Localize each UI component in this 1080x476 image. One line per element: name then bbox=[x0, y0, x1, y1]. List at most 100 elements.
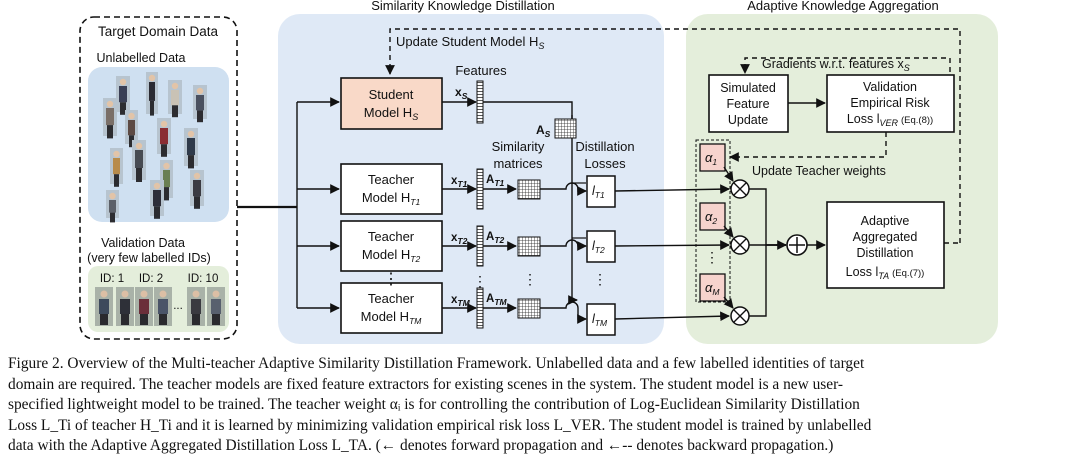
alpha-weight-box bbox=[699, 202, 726, 231]
person-legs bbox=[107, 125, 113, 139]
person-body bbox=[196, 95, 204, 111]
person-head bbox=[128, 112, 135, 120]
validation-image bbox=[116, 287, 134, 326]
validation-loss-label-3: Loss lVER(Eq.(8)) bbox=[847, 112, 933, 128]
person-body bbox=[160, 128, 168, 145]
id-label-ellipsis: ... bbox=[173, 300, 183, 312]
person-body bbox=[128, 120, 135, 136]
teacher-matrix-symbol: ATM bbox=[486, 293, 508, 307]
simulated-label-3: Update bbox=[728, 113, 768, 127]
loss-to-multiplier bbox=[614, 311, 730, 322]
person-head bbox=[140, 290, 148, 298]
loss-to-multiplier bbox=[614, 184, 730, 195]
vdots-alpha: ⋮ bbox=[705, 249, 719, 265]
vdots-feature: ⋮ bbox=[473, 273, 487, 289]
multiply-sign bbox=[733, 309, 747, 323]
person-legs bbox=[212, 314, 220, 325]
pedestrian-image bbox=[106, 190, 119, 223]
vdots-matrix: ⋮ bbox=[523, 271, 537, 287]
distillation-loss-box bbox=[586, 175, 616, 208]
update-teacher-label: Update Teacher weights bbox=[752, 164, 886, 178]
person-legs bbox=[164, 187, 169, 201]
person-body bbox=[119, 86, 127, 103]
student-feature-vector bbox=[476, 80, 484, 124]
person-body bbox=[106, 108, 114, 126]
teacher-feature-symbol: xT2 bbox=[451, 232, 468, 246]
validation-image bbox=[95, 287, 113, 326]
distillation-loss-box bbox=[586, 230, 616, 263]
person-legs bbox=[136, 168, 142, 182]
figure-caption: Figure 2. Overview of the Multi-teacher … bbox=[8, 354, 1072, 457]
person-legs bbox=[110, 212, 115, 223]
adaptive-loss-label-4: Loss lTA(Eq.(7)) bbox=[846, 265, 925, 281]
distillation-loss-box bbox=[586, 303, 616, 336]
person-body bbox=[149, 82, 155, 101]
person-legs bbox=[120, 102, 126, 115]
pedestrian-image bbox=[157, 118, 171, 157]
person-head bbox=[119, 78, 127, 86]
person-body bbox=[99, 299, 109, 314]
person-head bbox=[159, 290, 167, 298]
multiply-sign bbox=[733, 182, 747, 196]
validation-image bbox=[207, 287, 225, 326]
person-legs bbox=[100, 314, 108, 325]
person-body bbox=[163, 170, 170, 188]
teacher-label: Teacher bbox=[368, 229, 415, 244]
person-body bbox=[120, 299, 130, 314]
teacher-feature-symbol: xT1 bbox=[451, 175, 468, 189]
student-model-box bbox=[340, 77, 443, 130]
update-student-dashed-line bbox=[385, 28, 961, 243]
teacher-model-name: Model HT2 bbox=[362, 247, 421, 264]
person-body bbox=[113, 158, 120, 175]
teacher-model-box bbox=[340, 220, 443, 272]
simulated-label-1: Simulated bbox=[720, 81, 776, 95]
teacher-feature-vector bbox=[476, 287, 484, 329]
alpha-weight-symbol: αM bbox=[705, 280, 720, 297]
person-head bbox=[100, 290, 108, 298]
teacher-model-name: Model HTM bbox=[361, 309, 423, 326]
person-legs bbox=[150, 100, 154, 116]
target-domain-title: Target Domain Data bbox=[98, 24, 219, 39]
distillation-loss-symbol: lT1 bbox=[592, 184, 605, 200]
student-feature-line bbox=[483, 101, 578, 305]
distillation-losses-label-2: Losses bbox=[584, 156, 626, 171]
person-legs bbox=[154, 206, 160, 219]
teacher-feature-symbol: xTM bbox=[451, 294, 471, 308]
validation-sub-label: (very few labelled IDs) bbox=[87, 251, 211, 265]
alpha-weight-box bbox=[699, 273, 726, 302]
alpha-weight-box bbox=[699, 143, 726, 172]
pedestrian-image bbox=[103, 98, 117, 139]
person-head bbox=[192, 290, 200, 298]
person-body bbox=[135, 150, 143, 168]
update-teacher-dashed-line bbox=[729, 132, 887, 162]
person-body bbox=[187, 138, 195, 156]
person-head bbox=[160, 120, 168, 128]
person-head bbox=[121, 290, 129, 298]
adaptive-loss-label-3: Distillation bbox=[857, 246, 914, 260]
person-legs bbox=[140, 314, 148, 325]
pedestrian-image bbox=[110, 148, 123, 187]
person-body bbox=[158, 299, 168, 314]
adaptive-title: Adaptive Knowledge Aggregation bbox=[747, 0, 939, 13]
validation-image bbox=[154, 287, 172, 326]
pedestrian-image bbox=[125, 110, 138, 148]
pedestrian-image bbox=[193, 85, 207, 123]
pedestrian-image bbox=[168, 80, 182, 118]
student-matrix-symbol: AS bbox=[536, 123, 551, 139]
teacher-similarity-matrix bbox=[517, 179, 541, 200]
person-head bbox=[193, 172, 201, 180]
matrix-to-loss bbox=[540, 301, 587, 324]
vdots-loss: ⋮ bbox=[593, 271, 607, 287]
person-head bbox=[171, 82, 179, 90]
caption-line-1: Figure 2. Overview of the Multi-teacher … bbox=[8, 355, 865, 372]
teacher-feature-vector bbox=[476, 225, 484, 267]
similarity-matrices-label-2: matrices bbox=[493, 156, 543, 171]
person-head bbox=[196, 87, 204, 95]
validation-image bbox=[187, 287, 205, 326]
person-legs bbox=[161, 144, 167, 157]
person-head bbox=[187, 130, 195, 138]
person-body bbox=[139, 299, 149, 314]
